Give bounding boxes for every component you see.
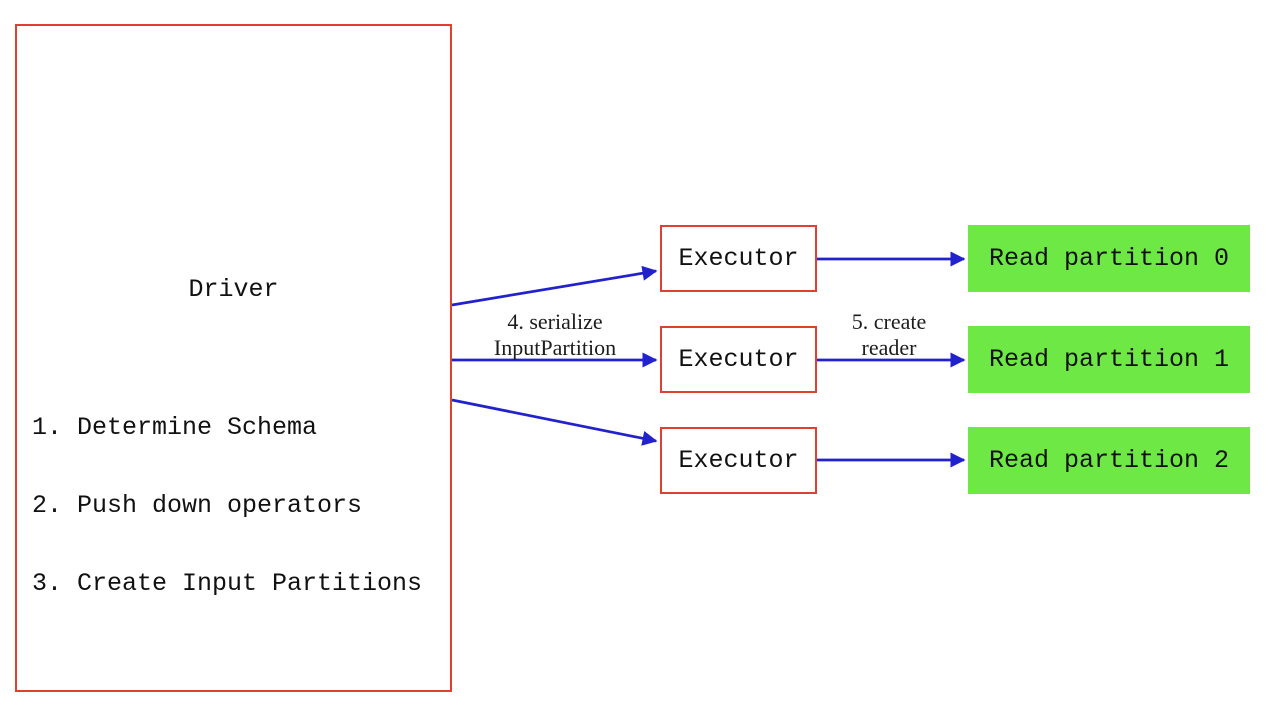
- driver-step-1: 1. Determine Schema: [32, 413, 318, 442]
- partition-box-0: Read partition 0: [968, 225, 1250, 292]
- executor-box-1: Executor: [660, 326, 817, 393]
- executor-label-1: Executor: [678, 345, 799, 374]
- edge-label-serialize: 4. serialize InputPartition: [445, 309, 665, 361]
- executor-label-2: Executor: [678, 446, 799, 475]
- edge-label-serialize-line2: InputPartition: [493, 335, 617, 360]
- partition-box-2: Read partition 2: [968, 427, 1250, 494]
- arrow-driver-to-executor-0: [451, 265, 658, 307]
- partition-label-1: Read partition 1: [988, 345, 1230, 374]
- partition-label-0: Read partition 0: [988, 244, 1230, 273]
- driver-step-3: 3. Create Input Partitions: [32, 569, 423, 598]
- driver-box: Driver 1. Determine Schema 2. Push down …: [15, 24, 452, 692]
- partition-label-2: Read partition 2: [988, 446, 1230, 475]
- driver-steps: 1. Determine Schema 2. Push down operato…: [32, 363, 422, 649]
- executor-box-0: Executor: [660, 225, 817, 292]
- driver-step-2: 2. Push down operators: [32, 491, 363, 520]
- arrow-driver-to-executor-2: [451, 398, 658, 446]
- edge-label-create-reader-line2: reader: [861, 335, 917, 360]
- executor-box-2: Executor: [660, 427, 817, 494]
- edge-label-create-reader-line1: 5. create: [851, 309, 927, 334]
- edge-label-serialize-line1: 4. serialize: [507, 309, 603, 334]
- driver-title: Driver: [188, 275, 279, 304]
- partition-box-1: Read partition 1: [968, 326, 1250, 393]
- edge-label-create-reader: 5. create reader: [779, 309, 999, 361]
- executor-label-0: Executor: [678, 244, 799, 273]
